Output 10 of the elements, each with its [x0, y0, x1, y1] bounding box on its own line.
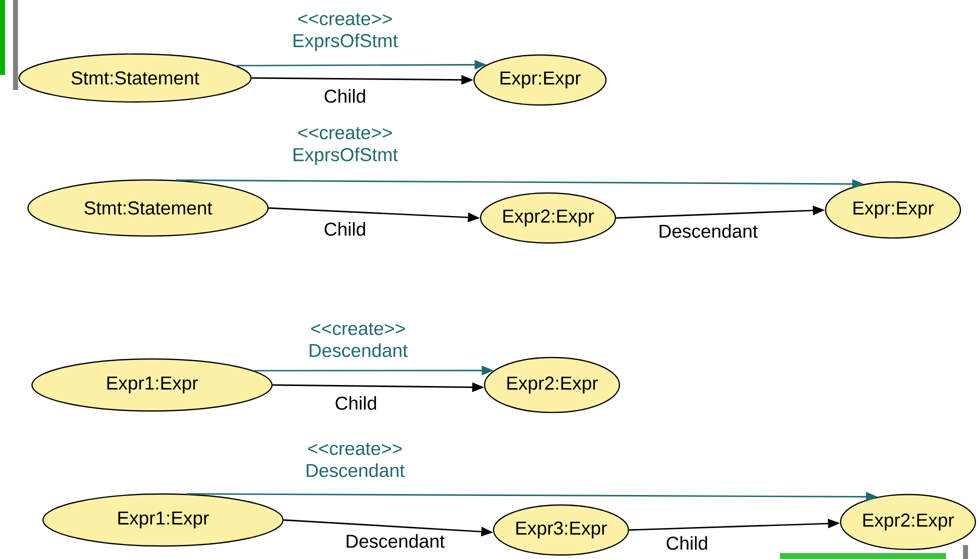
edge-label: Child: [324, 222, 366, 236]
edge-label: Descendant: [346, 534, 445, 548]
edge-label: Child: [324, 89, 366, 103]
edge-label: Descendant: [660, 224, 758, 238]
edge-label: Child: [336, 396, 376, 410]
edge-label: <<create>> Descendant: [310, 322, 408, 358]
edge-label: <<create>> ExprsOfStmt: [294, 127, 398, 165]
edge-label: <<create>> ExprsOfStmt: [294, 13, 398, 51]
edge-label: <<create>> Descendant: [306, 442, 405, 478]
edge-label: Child: [666, 536, 708, 550]
